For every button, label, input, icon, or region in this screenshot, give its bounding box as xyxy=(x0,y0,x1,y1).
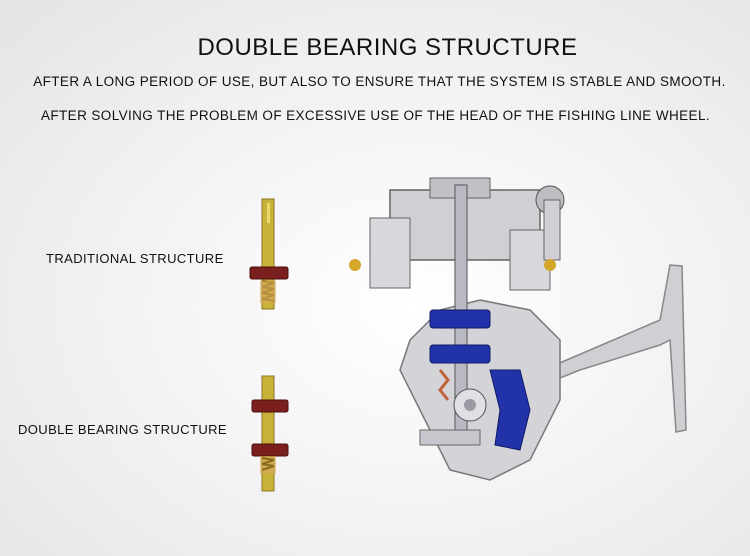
page-title: DOUBLE BEARING STRUCTURE xyxy=(197,34,578,61)
traditional-structure-label: TRADITIONAL STRUCTURE xyxy=(46,251,224,266)
reel-foot xyxy=(508,264,687,433)
subtitle-line-2: AFTER SOLVING THE PROBLEM OF EXCESSIVE U… xyxy=(40,108,711,123)
double-bearing-label: DOUBLE BEARING STRUCTURE xyxy=(18,422,227,437)
traditional-shaft-illustration xyxy=(249,198,289,310)
double-bearing-shaft-illustration xyxy=(251,375,289,492)
subtitle-line-1: AFTER A LONG PERIOD OF USE, BUT ALSO TO … xyxy=(33,74,726,89)
fishing-reel-cutaway-illustration xyxy=(349,177,687,481)
